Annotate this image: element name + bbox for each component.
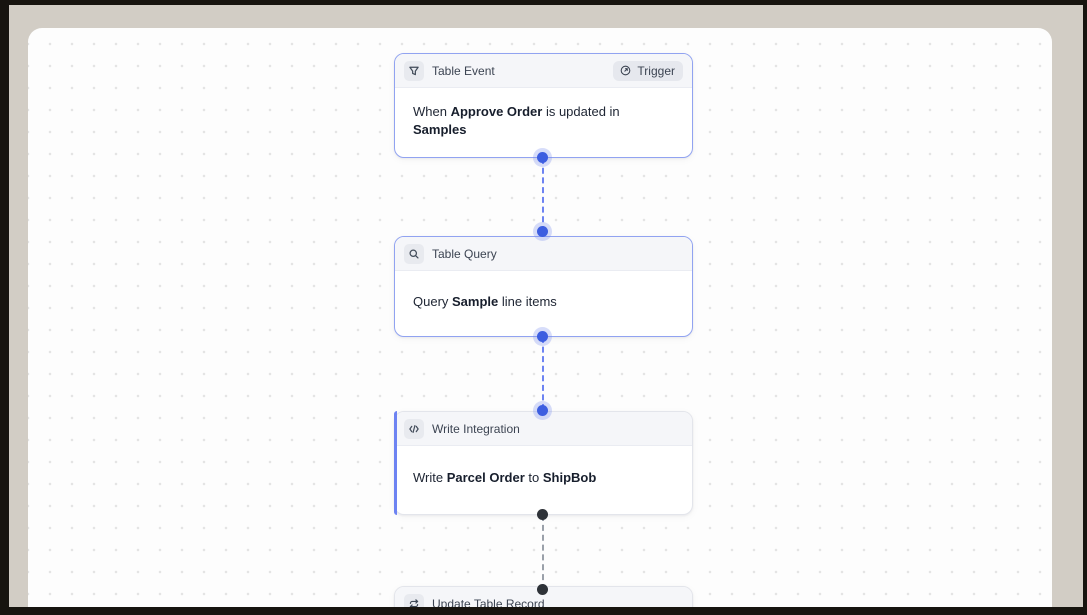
connection-handle[interactable] (537, 331, 548, 342)
node-type-label: Update Table Record (432, 596, 545, 608)
connection-handle[interactable] (537, 405, 548, 416)
node-table-query[interactable]: Table Query Query Sample line items (394, 236, 693, 337)
trigger-badge: Trigger (613, 60, 683, 81)
connection-handle[interactable] (537, 509, 548, 520)
search-icon (404, 243, 424, 264)
connector-event-to-query (542, 158, 544, 232)
trigger-icon (621, 65, 631, 76)
connector-query-to-integration (542, 337, 544, 410)
node-write-integration[interactable]: Write Integration Write Parcel Order to … (394, 411, 693, 515)
repeat-icon (404, 593, 424, 607)
node-description: Write Parcel Order to ShipBob (413, 470, 597, 486)
code-icon (404, 418, 424, 439)
connection-handle[interactable] (537, 226, 548, 237)
active-accent-bar (394, 411, 397, 515)
node-header: Update Table Record (395, 587, 692, 607)
workflow-canvas[interactable]: Table Event Trigger When Approve Order i… (28, 28, 1052, 607)
connection-handle[interactable] (537, 152, 548, 163)
trigger-badge-label: Trigger (637, 63, 675, 78)
node-header: Write Integration (395, 412, 692, 446)
connection-handle[interactable] (537, 584, 548, 595)
node-description: When Approve Order is updated in Samples (413, 103, 620, 137)
connector-integration-to-update (542, 515, 544, 590)
node-type-label: Table Event (432, 63, 495, 78)
node-type-label: Write Integration (432, 421, 520, 436)
node-header: Table Query (395, 237, 692, 271)
filter-icon (404, 60, 424, 81)
node-table-event[interactable]: Table Event Trigger When Approve Order i… (394, 53, 693, 158)
node-description: Query Sample line items (413, 293, 557, 309)
node-header: Table Event Trigger (395, 54, 692, 88)
window-frame: Table Event Trigger When Approve Order i… (9, 5, 1083, 607)
node-type-label: Table Query (432, 246, 497, 261)
